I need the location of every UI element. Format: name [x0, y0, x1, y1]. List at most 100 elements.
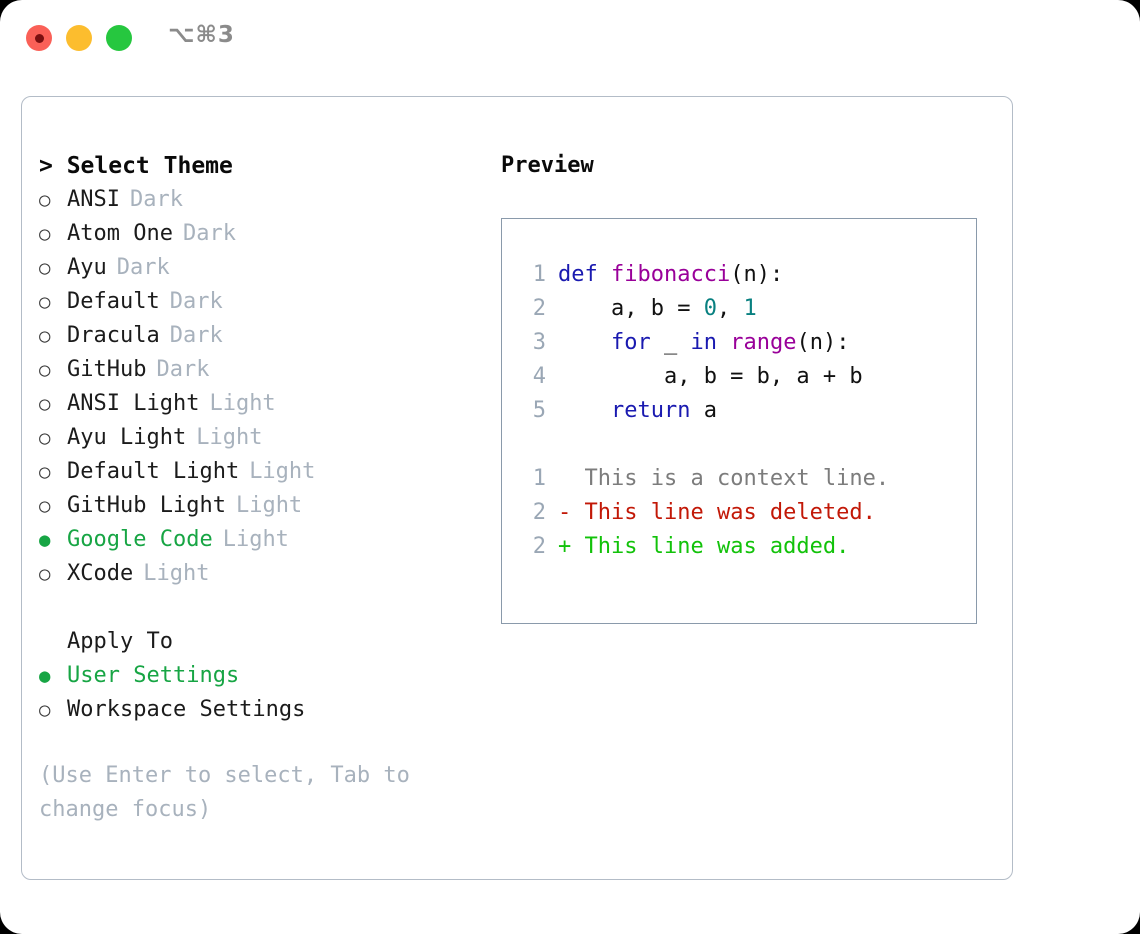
radio-unselected-icon: ○: [39, 393, 51, 415]
theme-variant-label: Dark: [182, 221, 236, 246]
diff-sign: +: [558, 534, 585, 559]
diff-sample: 1 This is a context line.2- This line wa…: [502, 462, 976, 564]
radio-unselected-icon: ○: [39, 495, 51, 517]
theme-option-label: Ayu: [67, 255, 107, 280]
diff-sign: [558, 466, 585, 491]
theme-option-label: GitHub: [67, 357, 147, 382]
line-number: 4: [532, 364, 546, 389]
code-token-kw: return: [610, 398, 691, 423]
code-diff-spacer: [502, 428, 976, 462]
theme-variant-label: Light: [222, 527, 289, 552]
code-token-pl: _: [650, 330, 691, 355]
apply-to-option-workspace-settings[interactable]: ○ Workspace Settings: [39, 693, 479, 727]
code-line-text: a, b = b, a + b: [558, 360, 863, 394]
theme-option-github-light[interactable]: ○ GitHub Light Light: [39, 489, 479, 523]
line-number: 1: [532, 262, 546, 287]
diff-text: This is a context line.: [584, 466, 890, 491]
code-token-num: 0: [703, 296, 717, 321]
code-token-pl: [717, 330, 730, 355]
diff-text: This line was deleted.: [584, 500, 876, 525]
theme-variant-label: Dark: [129, 187, 183, 212]
theme-option-label: Ayu Light: [67, 425, 187, 450]
diff-line-text: - This line was deleted.: [558, 496, 876, 530]
theme-variant-label: Light: [249, 459, 316, 484]
theme-option-atom-one[interactable]: ○ Atom One Dark: [39, 217, 479, 251]
theme-variant-label: Light: [143, 561, 210, 586]
apply-to-heading: Apply To: [67, 629, 173, 654]
code-token-kw: for: [610, 330, 651, 355]
code-token-kw: def: [558, 262, 611, 287]
code-line: 4 a, b = b, a + b: [502, 360, 976, 394]
apply-to-option-user-settings[interactable]: ●User Settings: [39, 659, 479, 693]
traffic-lights: [26, 25, 132, 51]
code-token-pl: (n):: [730, 262, 784, 287]
close-window-button[interactable]: [26, 25, 52, 51]
theme-option-xcode[interactable]: ○ XCode Light: [39, 557, 479, 591]
theme-variant-label: Dark: [169, 323, 223, 348]
theme-option-label: Google Code: [67, 527, 213, 552]
line-number: 2: [532, 500, 546, 525]
radio-unselected-icon: ○: [39, 291, 51, 313]
keyboard-hint-text: (Use Enter to select, Tab to change focu…: [39, 763, 410, 822]
line-number: 3: [532, 330, 546, 355]
line-number: 2: [532, 296, 546, 321]
radio-selected-icon: ●: [39, 529, 51, 551]
diff-sign: -: [558, 500, 585, 525]
theme-option-ansi[interactable]: ○ ANSI Dark: [39, 183, 479, 217]
theme-option-github[interactable]: ○ GitHub Dark: [39, 353, 479, 387]
theme-variant-label: Light: [235, 493, 303, 518]
theme-option-label: Dracula: [67, 323, 160, 348]
code-token-pl: (n):: [796, 330, 850, 355]
radio-selected-icon: ●: [39, 665, 51, 687]
code-token-pl: a: [690, 398, 717, 423]
diff-line-add: 2+ This line was added.: [502, 530, 976, 564]
code-token-pl: ,: [716, 296, 744, 321]
theme-option-google-code[interactable]: ● Google Code Light: [39, 523, 479, 557]
theme-list-heading: > Select Theme: [39, 153, 233, 179]
code-line: 5 return a: [502, 394, 976, 428]
radio-unselected-icon: ○: [39, 427, 51, 449]
maximize-window-button[interactable]: [106, 25, 132, 51]
radio-unselected-icon: ○: [39, 257, 51, 279]
code-line-text: def fibonacci(n):: [558, 258, 783, 292]
title-bar: ⌥⌘3: [0, 0, 1140, 78]
code-token-pl: [558, 330, 611, 355]
code-token-fn: range: [730, 330, 797, 355]
line-number: 5: [532, 398, 546, 423]
diff-line-text: This is a context line.: [558, 462, 890, 496]
diff-line-del: 2- This line was deleted.: [502, 496, 976, 530]
diff-line-ctx: 1 This is a context line.: [502, 462, 976, 496]
radio-unselected-icon: ○: [39, 699, 51, 721]
radio-unselected-icon: ○: [39, 223, 51, 245]
radio-unselected-icon: ○: [39, 359, 51, 381]
code-token-pl: [558, 398, 611, 423]
theme-option-label: ANSI: [67, 187, 120, 212]
code-line-text: a, b = 0, 1: [558, 292, 757, 326]
diff-text: This line was added.: [584, 534, 850, 559]
theme-variant-label: Light: [209, 391, 276, 416]
theme-option-label: GitHub Light: [67, 493, 226, 518]
theme-option-label: Atom One: [67, 221, 173, 246]
diff-line-text: + This line was added.: [558, 530, 849, 564]
minimize-window-button[interactable]: [66, 25, 92, 51]
theme-variant-label: Dark: [156, 357, 210, 382]
radio-unselected-icon: ○: [39, 563, 51, 585]
apply-to-option-label: Workspace Settings: [67, 697, 306, 722]
code-token-pl: a, b = b, a + b: [558, 364, 863, 389]
code-line: 2 a, b = 0, 1: [502, 292, 976, 326]
code-token-pl: a, b =: [558, 296, 704, 321]
radio-unselected-icon: ○: [39, 461, 51, 483]
radio-unselected-icon: ○: [39, 189, 51, 211]
theme-option-label: XCode: [67, 561, 134, 586]
